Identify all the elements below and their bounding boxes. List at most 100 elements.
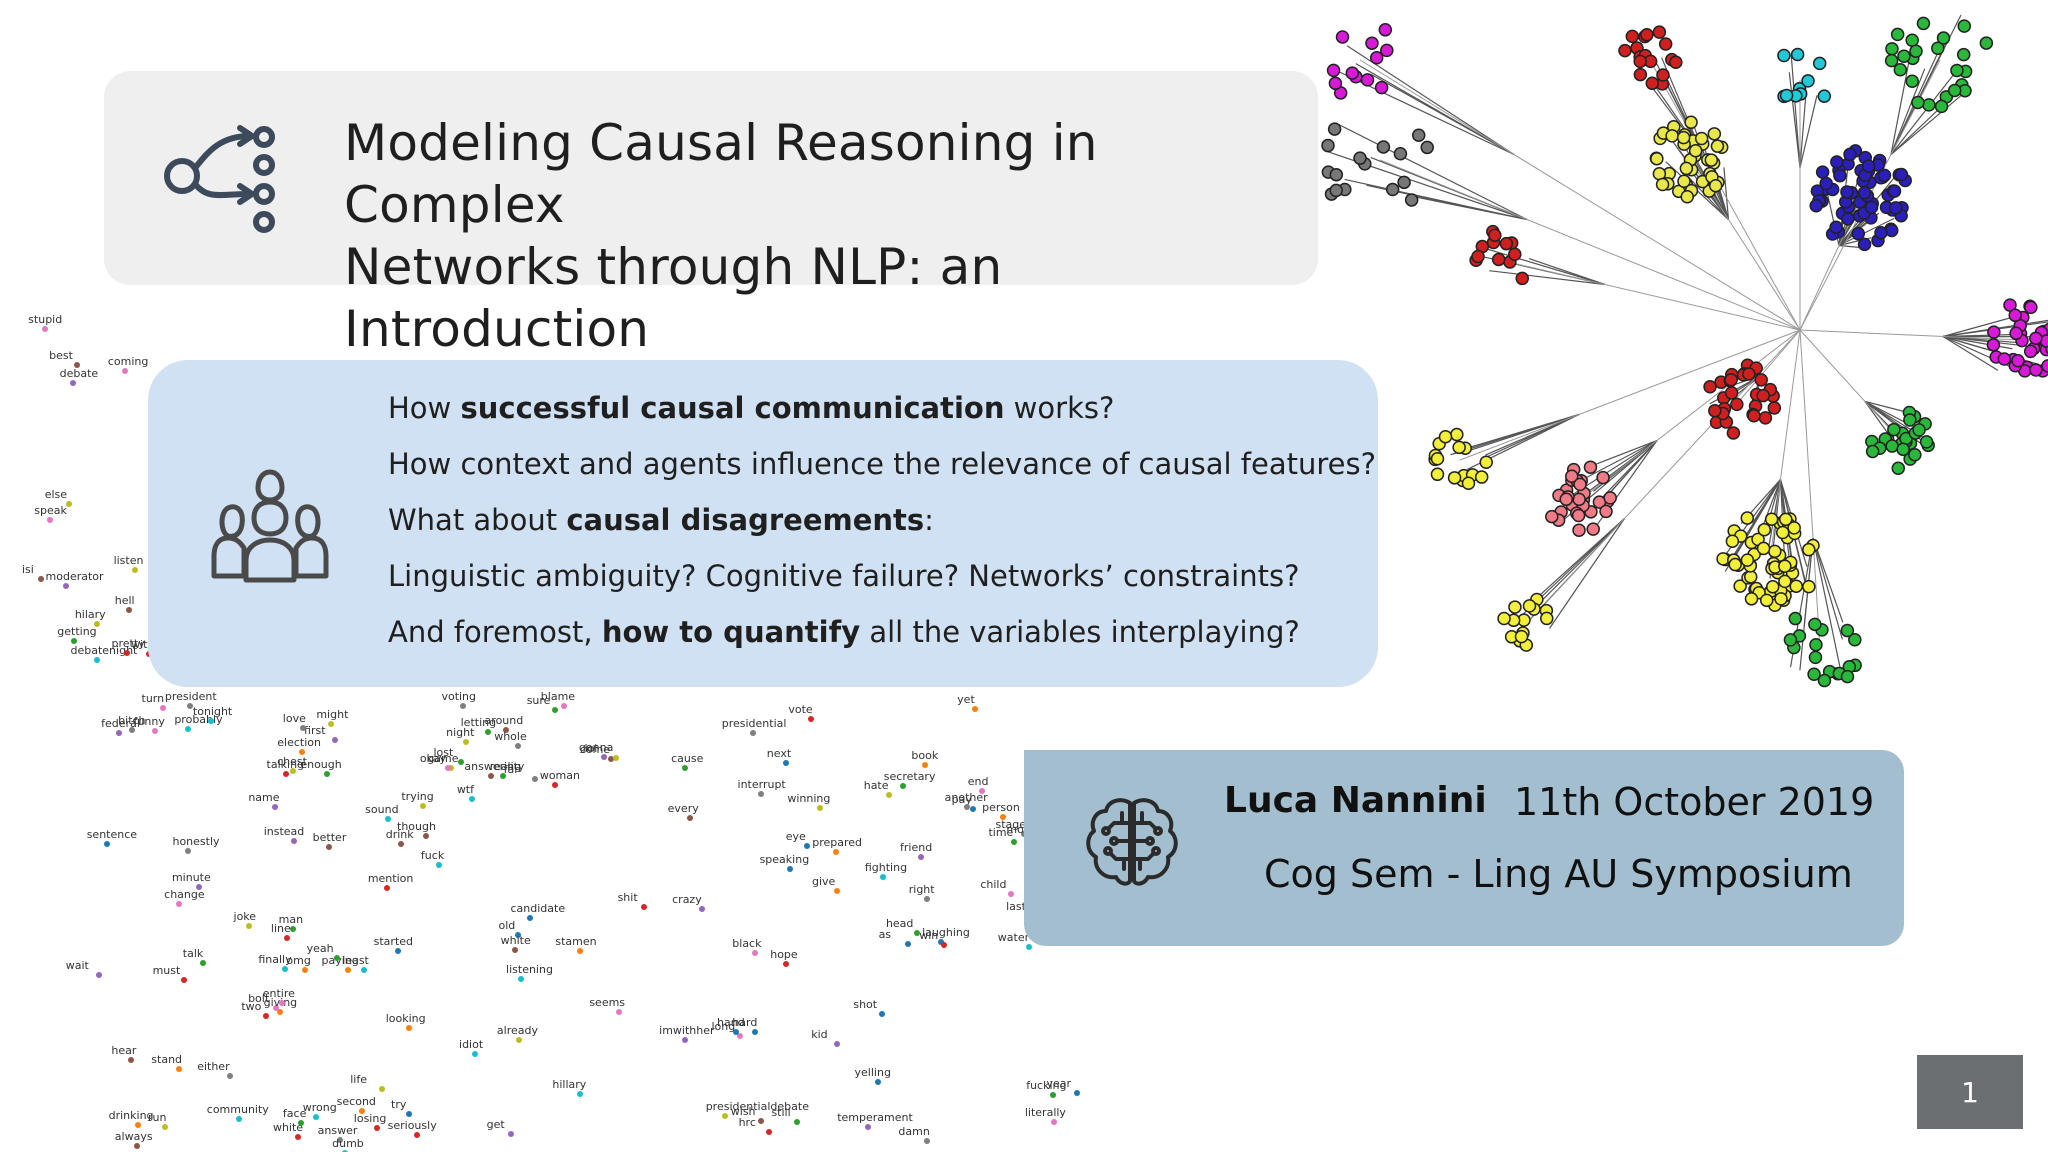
scatter-dot <box>500 772 507 779</box>
network-node <box>1684 115 1698 130</box>
network-node <box>1922 98 1936 112</box>
scatter-word: yeah <box>306 941 334 955</box>
scatter-word: bolt <box>248 991 270 1005</box>
scatter-word: stand <box>151 1053 183 1067</box>
network-node <box>1703 379 1717 394</box>
scatter-word: whole <box>494 729 527 743</box>
scatter-word: dumb <box>332 1136 364 1150</box>
scatter-dot <box>511 946 518 953</box>
scatter-word: come <box>579 742 611 756</box>
scatter-dot <box>94 620 101 627</box>
scatter-word: started <box>373 934 414 948</box>
network-node <box>1618 43 1632 58</box>
scatter-word: else <box>44 488 68 502</box>
network-node <box>1757 522 1772 537</box>
network-node <box>1947 83 1962 98</box>
scatter-word: okay <box>419 751 446 765</box>
network-node <box>2029 363 2043 377</box>
scatter-dot <box>385 815 392 822</box>
network-node <box>1479 455 1493 469</box>
flow-diagram-icon <box>164 125 275 233</box>
network-edge <box>1482 247 1606 286</box>
network-node <box>1708 178 1723 193</box>
scatter-word: bitch <box>118 713 146 727</box>
network-node <box>1986 338 2001 352</box>
network-node <box>1596 470 1610 485</box>
network-node <box>1471 249 1485 264</box>
scatter-dot <box>70 379 77 386</box>
network-node <box>1777 48 1791 63</box>
network-node <box>1652 25 1667 39</box>
scatter-dot <box>913 930 920 937</box>
scatter-word: trying <box>401 790 434 804</box>
scatter-dot <box>62 582 69 589</box>
scatter-word: reality <box>489 759 525 773</box>
network-node <box>1957 19 1972 33</box>
network-node <box>1802 542 1816 557</box>
network-node <box>1328 76 1343 91</box>
question-item: And foremost, how to quantify all the va… <box>388 615 1300 649</box>
network-node <box>1365 36 1379 50</box>
scatter-word: end <box>967 775 989 789</box>
network-node <box>1887 422 1901 437</box>
scatter-word: might <box>316 708 349 722</box>
scatter-dot <box>262 1012 269 1019</box>
scatter-dot <box>518 975 525 982</box>
network-node <box>1514 629 1529 644</box>
scatter-dot <box>460 703 467 709</box>
question-item: How successful causal communication work… <box>388 391 1115 425</box>
scatter-dot <box>526 915 533 922</box>
scatter-dot <box>682 1036 689 1043</box>
scatter-dot <box>132 567 139 574</box>
scatter-dot <box>291 838 298 845</box>
scatter-word: sound <box>365 802 399 816</box>
network-node <box>1450 427 1464 442</box>
network-node <box>1802 579 1816 594</box>
scatter-word: black <box>732 936 762 950</box>
network-node <box>1694 131 1709 146</box>
network-node <box>1572 492 1586 507</box>
scatter-word: seriously <box>387 1118 437 1132</box>
scatter-word: year <box>1046 1076 1071 1090</box>
network-node <box>1857 185 1872 200</box>
network-node <box>1865 444 1880 459</box>
network-node <box>1655 177 1670 192</box>
scatter-dot <box>290 925 297 932</box>
scatter-word: give <box>812 874 836 888</box>
network-node <box>1861 159 1876 173</box>
network-edge <box>1890 93 1964 155</box>
scatter-word: drinking <box>108 1109 154 1123</box>
scatter-dot <box>641 903 648 910</box>
network-node <box>1758 411 1773 425</box>
title-line-1: Modeling Causal Reasoning in Complex <box>344 114 1098 234</box>
question-item: Linguistic ambiguity? Cognitive failure?… <box>388 559 1300 593</box>
network-edge <box>1799 329 1821 651</box>
network-node <box>1912 423 1926 437</box>
scatter-word: mention <box>367 871 414 885</box>
scatter-word: change <box>164 888 205 902</box>
scatter-word: long <box>711 1020 736 1034</box>
scatter-dot <box>923 1137 930 1144</box>
scatter-dot <box>733 1028 740 1035</box>
network-node <box>1710 139 1725 153</box>
network-node <box>1559 492 1573 507</box>
network-node <box>1908 448 1922 462</box>
scatter-word: getting <box>57 624 97 638</box>
network-node <box>1857 237 1872 252</box>
scatter-word: letting <box>460 716 497 729</box>
network-node <box>2023 344 2038 359</box>
scatter-word: stupid <box>28 313 63 327</box>
scatter-word: best <box>49 348 73 362</box>
scatter-word: get <box>486 1118 505 1131</box>
network-node <box>1730 397 1744 412</box>
network-node <box>1676 130 1691 145</box>
network-node <box>1461 476 1476 491</box>
presentation-date: 11th October 2019 <box>1514 780 1875 824</box>
scatter-dot <box>278 999 285 1006</box>
network-node <box>1766 580 1780 594</box>
network-node <box>1778 574 1792 589</box>
network-node <box>1979 36 1994 50</box>
network-node <box>1430 452 1445 466</box>
scatter-word: name <box>248 790 280 804</box>
